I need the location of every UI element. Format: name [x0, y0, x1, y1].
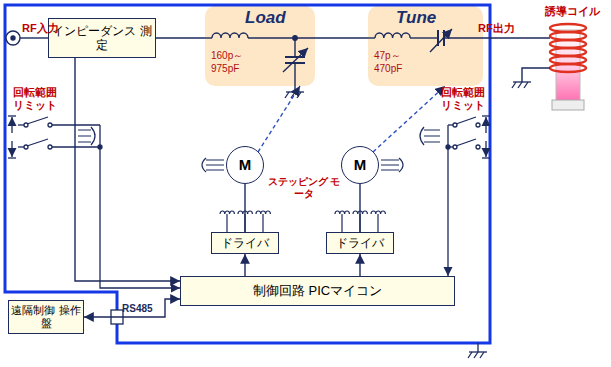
tune-region: Tune 47p～ 470pF: [368, 6, 483, 86]
load-network: [285, 56, 305, 58]
load-region: Load 160p～ 975pF: [205, 6, 315, 86]
load-network: [283, 48, 308, 72]
load-network: [294, 63, 295, 92]
section-title: Load: [245, 8, 315, 28]
tune-network: [368, 37, 375, 38]
limit-switch: [48, 123, 52, 127]
part-label: ステッピング モータ: [266, 176, 342, 200]
load-network: [294, 38, 295, 57]
induction-coil: [522, 68, 550, 82]
limit-switch: [8, 116, 180, 288]
part-label: RF入力: [22, 22, 59, 35]
ground-symbol: [468, 352, 472, 358]
rf-input-connector: [20, 37, 48, 38]
limit-switch: [456, 117, 476, 124]
limit-switch: [18, 146, 24, 147]
drive-linkage: [373, 86, 445, 152]
limit-switch: [485, 141, 486, 157]
part-label: 回転範囲 リミット: [438, 86, 488, 112]
ground-symbol: [512, 82, 516, 88]
capacitance-range: 47p～ 470pF: [374, 50, 430, 75]
part-label: 回転範囲 リミット: [10, 86, 60, 112]
signal-wire: [359, 254, 360, 276]
signal-wire: [156, 37, 205, 38]
box-label: ドライバ: [221, 236, 269, 250]
signal-wire: [359, 184, 360, 232]
induction-coil: [556, 30, 580, 108]
signal-wire: [75, 58, 180, 281]
limit-switch: [100, 125, 180, 288]
rf-input-connector: [6, 31, 20, 45]
tune-network: [368, 29, 550, 52]
ground-symbol: [477, 343, 478, 352]
limit-switch: [8, 157, 16, 158]
ground-symbol: [524, 82, 528, 88]
limit-switch: [485, 117, 486, 133]
motor-symbol-label: M: [354, 156, 367, 174]
load-network: [205, 33, 315, 92]
tune-network: [410, 37, 438, 38]
limit-switch: [48, 145, 52, 149]
driver-box: ドライバ: [211, 232, 279, 254]
controller-box: 制御回路 PICマイコン: [180, 276, 455, 306]
part-label: RF出力: [478, 22, 515, 35]
mechanical-coupling: [420, 127, 440, 145]
mechanical-coupling: [78, 127, 95, 145]
limit-switch: [476, 123, 480, 127]
load-network: [212, 33, 248, 38]
tune-network: [444, 37, 550, 38]
mechanical-coupling: [202, 158, 224, 172]
tune-network: [430, 29, 452, 52]
limit-switch: [27, 139, 48, 146]
ground-symbol: [297, 92, 301, 98]
limit-switch: [446, 116, 490, 276]
limit-switch: [456, 139, 476, 146]
limit-switch: [27, 117, 48, 124]
section-title: Tune: [396, 8, 483, 28]
limit-switch: [476, 145, 480, 149]
induction-coil: [522, 24, 586, 110]
limit-switch: [52, 124, 100, 125]
signal-wire: [315, 37, 368, 38]
driver-box: ドライバ: [326, 232, 394, 254]
capacitance-range: 160p～ 975pF: [211, 50, 267, 75]
signal-wire: [84, 299, 180, 317]
signal-wire: [244, 184, 245, 232]
box-label: 制御回路 PICマイコン: [253, 283, 382, 299]
motor-symbol-label: M: [239, 156, 252, 174]
coil-winding: [550, 64, 586, 72]
remote-panel-box: 遠隔制御 操作盤: [8, 300, 84, 334]
limit-switch: [11, 141, 12, 157]
mechanical-coupling: [381, 158, 403, 172]
limit-switch: [52, 146, 100, 147]
rf-input-connector: [11, 36, 15, 40]
limit-switch: [448, 124, 453, 125]
box-label: ドライバ: [336, 236, 384, 250]
tune-network: [375, 33, 410, 38]
box-label: 遠隔制御 操作盤: [9, 304, 83, 330]
drive-linkage: [258, 86, 300, 152]
load-network: [205, 37, 212, 38]
measure-box: インピーダンス 測定: [48, 18, 156, 58]
limit-switch: [482, 115, 490, 116]
limit-switch: [482, 157, 490, 158]
signal-name: RS485: [122, 303, 153, 315]
coil-winding: [550, 24, 586, 72]
box-label: インピーダンス 測定: [49, 24, 155, 53]
limit-switch: [8, 115, 16, 116]
signal-wire: [244, 254, 245, 276]
load-network: [248, 37, 315, 38]
ground-symbol: [285, 92, 289, 98]
limit-switch: [18, 124, 24, 125]
ground-symbol: [480, 352, 484, 358]
limit-switch: [447, 125, 448, 276]
induction-coil: [552, 100, 584, 110]
part-label: 誘導コイル: [545, 5, 600, 18]
ground-symbol: [285, 82, 531, 358]
ground-symbol: [474, 352, 478, 358]
enclosure-outline: [5, 5, 490, 343]
ground-symbol: [518, 82, 522, 88]
limit-switch: [11, 117, 12, 133]
